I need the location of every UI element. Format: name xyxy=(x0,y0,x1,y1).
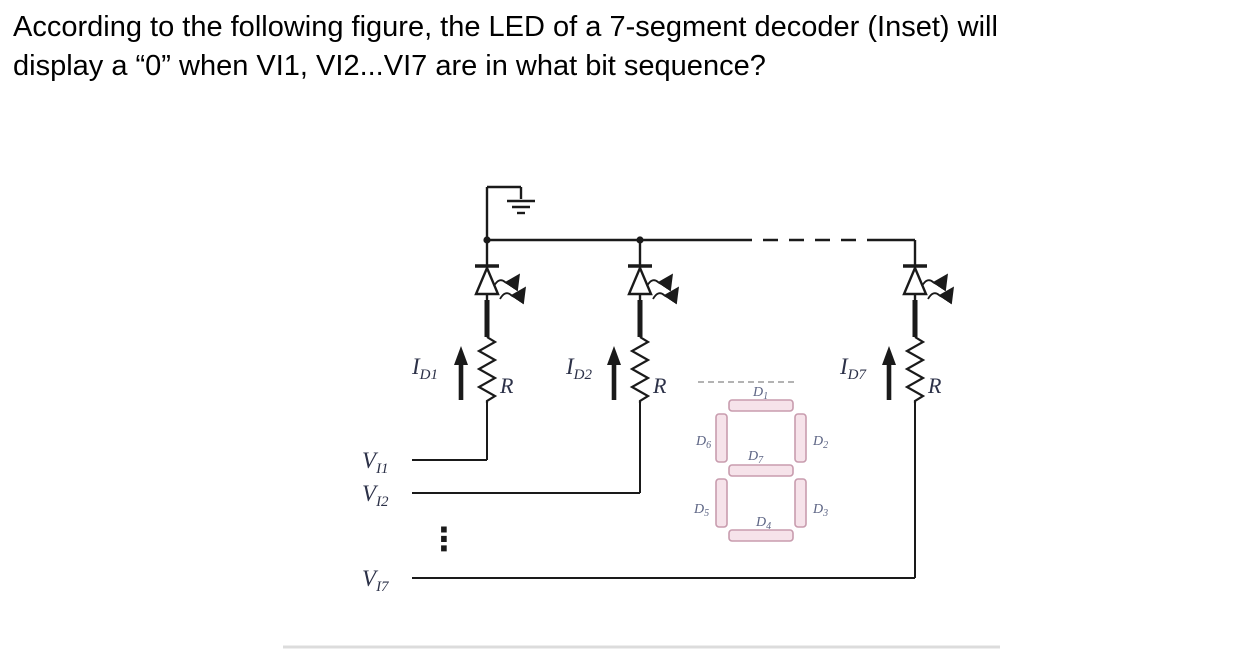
input-label-vi7: VI7 xyxy=(362,566,390,595)
segment-d4 xyxy=(728,529,794,542)
input-label-vi2: VI2 xyxy=(362,481,389,510)
resistor-label-3: R xyxy=(927,373,942,398)
question-line-1: According to the following figure, the L… xyxy=(13,11,998,43)
segment-d7 xyxy=(728,464,794,477)
input-label-vi1: VI1 xyxy=(362,448,389,477)
segment-d5 xyxy=(715,478,728,528)
ground-symbol xyxy=(485,185,535,240)
segment-label-d6: D6 xyxy=(695,434,711,451)
led-branch-2: ID2 R xyxy=(412,240,676,494)
led-branch-1: ID1 R xyxy=(411,240,523,461)
segment-label-d7: D7 xyxy=(747,449,764,466)
segment-d6 xyxy=(715,413,728,463)
segment-label-d4: D4 xyxy=(755,515,771,532)
segment-d3 xyxy=(794,478,807,528)
vertical-ellipsis: ⋮ xyxy=(428,520,460,558)
resistor-label-2: R xyxy=(652,373,667,398)
question-line-2: display a “0” when VI1, VI2...VI7 are in… xyxy=(13,50,766,82)
segment-label-d2: D2 xyxy=(812,434,828,451)
segment-label-d3: D3 xyxy=(812,502,828,519)
seven-segment-display: D1 D6 D2 D7 D5 D3 D4 xyxy=(693,385,828,542)
segment-d1 xyxy=(728,399,794,412)
segment-d2 xyxy=(794,413,807,463)
current-label-id1: ID1 xyxy=(411,354,438,383)
led-branch-3: ID7 R xyxy=(412,240,951,579)
current-label-id7: ID7 xyxy=(839,354,868,383)
segment-label-d5: D5 xyxy=(693,502,709,519)
current-label-id2: ID2 xyxy=(565,354,593,383)
question-text: According to the following figure, the L… xyxy=(13,8,1253,86)
segment-label-d1: D1 xyxy=(752,385,768,402)
resistor-label-1: R xyxy=(499,373,514,398)
